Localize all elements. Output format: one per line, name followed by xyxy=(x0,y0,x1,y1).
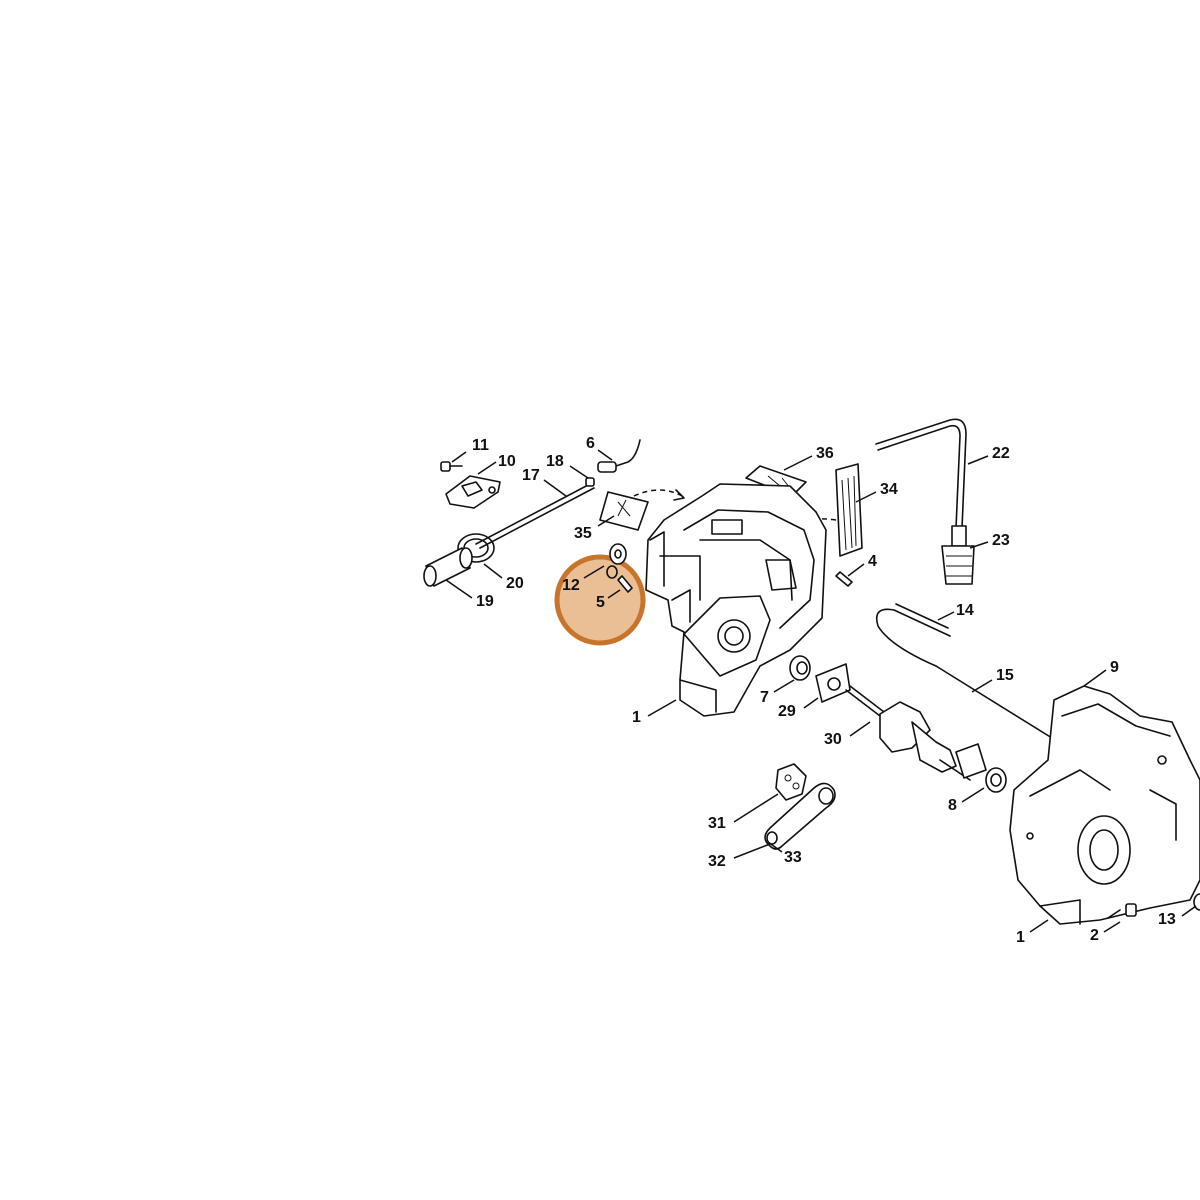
callout-29: 29 xyxy=(778,703,796,720)
callout-14: 14 xyxy=(956,602,974,619)
part-5-pin xyxy=(617,575,633,593)
crankcase-left xyxy=(645,483,827,717)
part-7-bearing xyxy=(789,655,811,681)
part-35-label xyxy=(599,491,649,531)
part-6-cable xyxy=(597,439,641,473)
callout-31: 31 xyxy=(708,815,726,832)
assembly-arrow-35 xyxy=(633,489,683,497)
callout-18: 18 xyxy=(546,453,564,470)
callout-11: 11 xyxy=(472,437,489,454)
part-23-pickup xyxy=(941,525,975,585)
part-15-wire xyxy=(935,665,1053,739)
crankcase-right xyxy=(1009,685,1200,925)
callout-35: 35 xyxy=(574,525,592,542)
part-10-bracket xyxy=(445,475,501,509)
callout-22: 22 xyxy=(992,445,1010,462)
callout-1-left: 1 xyxy=(632,709,641,726)
part-14-hose xyxy=(875,603,951,667)
arrow-head-35 xyxy=(673,489,685,501)
callout-6: 6 xyxy=(586,435,595,452)
callout-10: 10 xyxy=(498,453,516,470)
part-11-screw xyxy=(440,461,463,472)
part-8-bearing xyxy=(985,767,1007,793)
assembly-arrow-36 xyxy=(791,518,837,527)
part-22-hose xyxy=(875,418,967,529)
callout-8: 8 xyxy=(948,797,957,814)
callout-1-right: 1 xyxy=(1016,929,1025,946)
part-2-screw xyxy=(1107,903,1137,919)
callout-33: 33 xyxy=(784,849,802,866)
callout-19: 19 xyxy=(476,593,494,610)
callout-7: 7 xyxy=(760,689,769,706)
callout-2: 2 xyxy=(1090,927,1099,944)
callout-12: 12 xyxy=(562,577,580,594)
callout-20: 20 xyxy=(506,575,524,592)
callout-23: 23 xyxy=(992,532,1010,549)
part-31-needle-cage xyxy=(775,763,807,801)
callout-34: 34 xyxy=(880,481,898,498)
part-30-crankshaft xyxy=(845,685,987,781)
leader-lines xyxy=(445,449,1197,933)
part-19-handle xyxy=(423,547,473,587)
callout-9: 9 xyxy=(1110,659,1119,676)
part-17-rod xyxy=(475,477,595,549)
callout-13: 13 xyxy=(1158,911,1176,928)
callout-15: 15 xyxy=(996,667,1014,684)
callout-17: 17 xyxy=(522,467,540,484)
callout-5: 5 xyxy=(596,594,605,611)
part-12-washer xyxy=(606,543,627,579)
callout-4: 4 xyxy=(868,553,877,570)
part-29-seal xyxy=(815,663,851,703)
part-34-pad xyxy=(835,463,863,557)
callout-30: 30 xyxy=(824,731,842,748)
callout-36: 36 xyxy=(816,445,834,462)
part-4-pin xyxy=(835,571,853,587)
callout-32: 32 xyxy=(708,853,726,870)
